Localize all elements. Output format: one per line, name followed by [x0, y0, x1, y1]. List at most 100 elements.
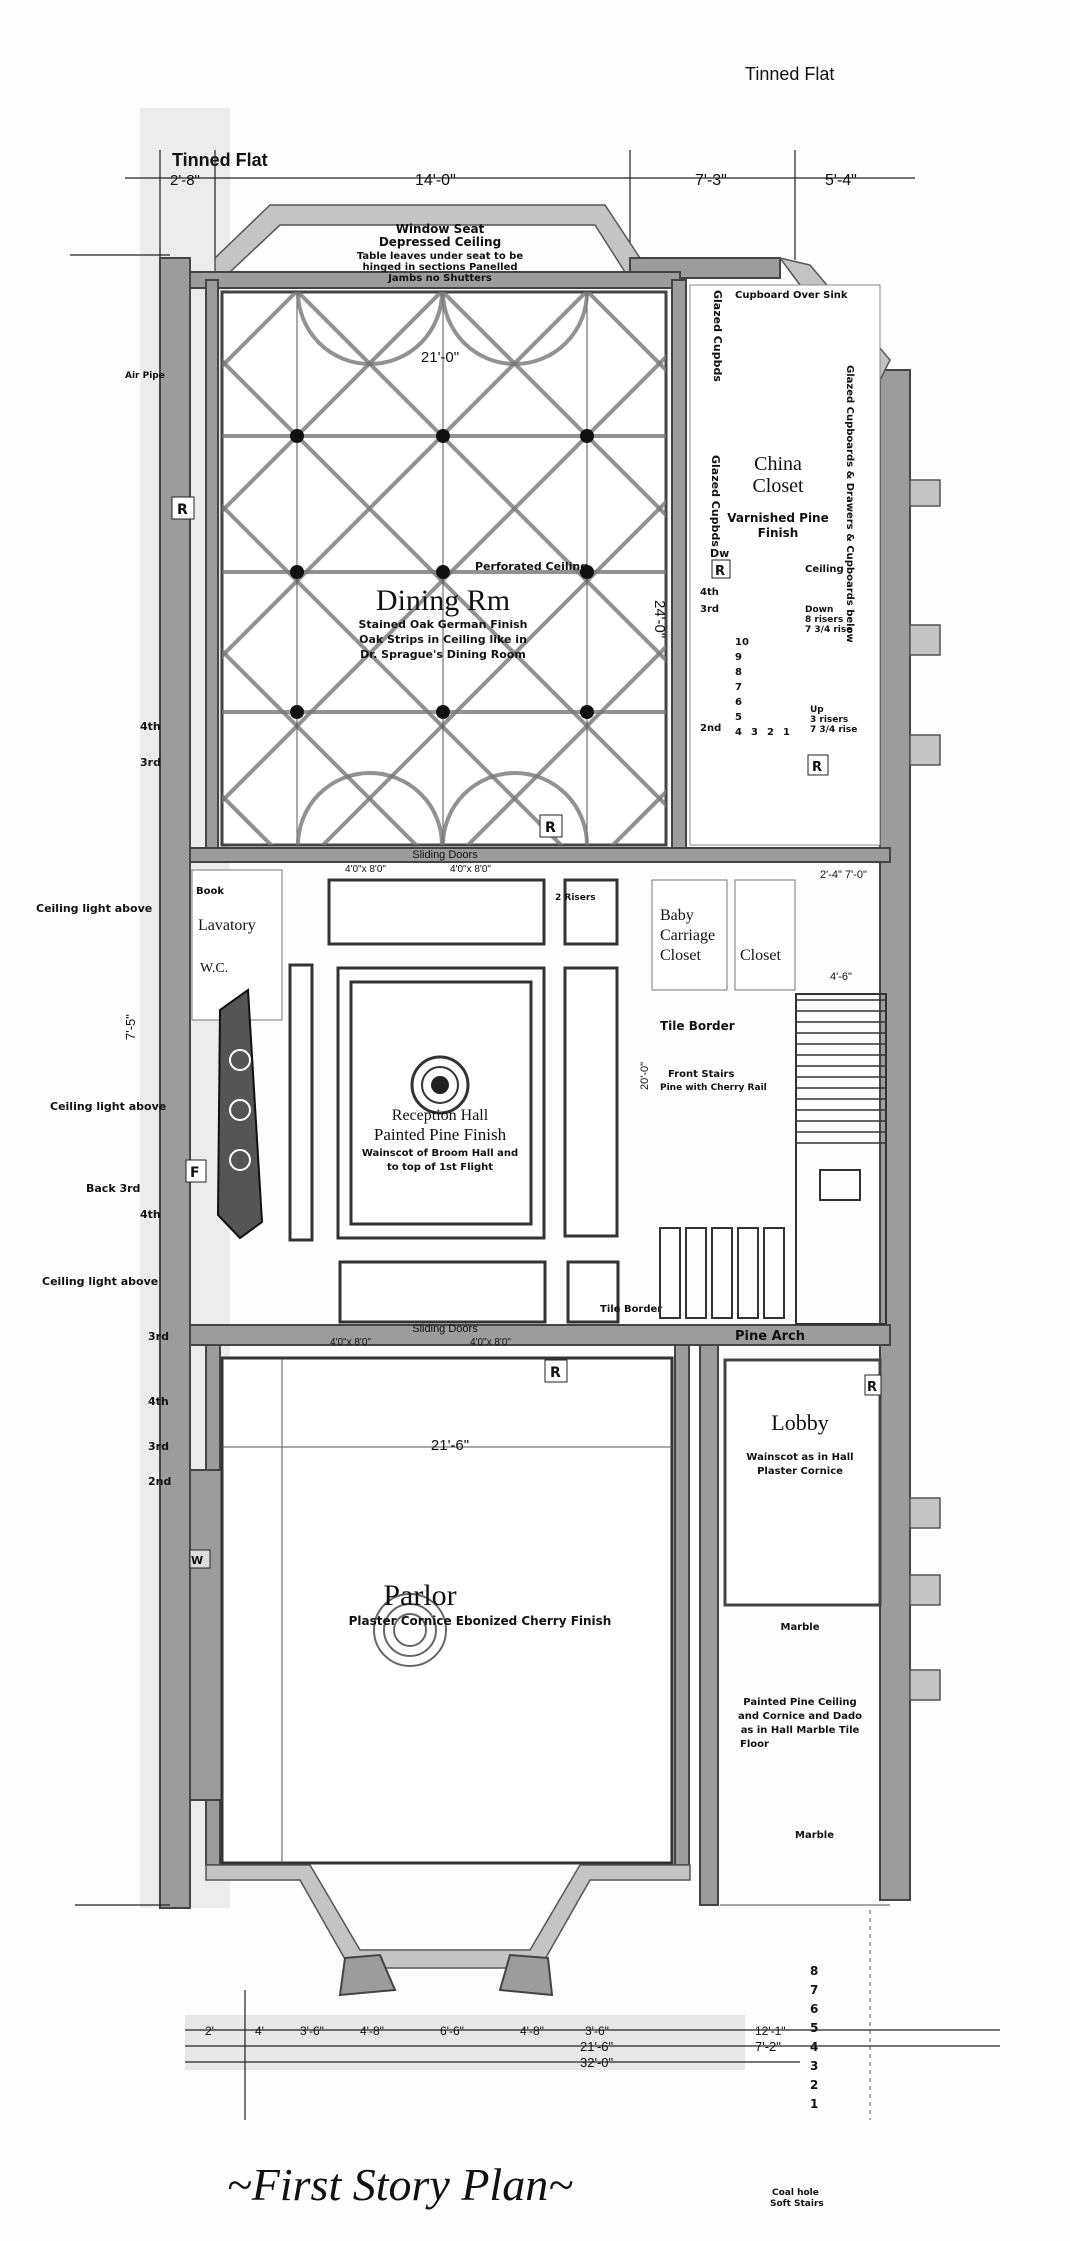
front-stairs [659, 993, 887, 1325]
stair-outline [795, 993, 887, 1325]
svg-text:4th: 4th [140, 1208, 161, 1221]
stair-panel [819, 1169, 861, 1201]
step-number: 5 [810, 2021, 818, 2035]
stair-panel [737, 1227, 759, 1319]
room-finish: Wainscot as in Hall [746, 1452, 853, 1463]
lobby: Lobby Wainscot as in Hall Plaster Cornic… [720, 1358, 890, 1906]
stair-panel [685, 1227, 707, 1319]
room-finish: Wainscot of Broom Hall and [362, 1148, 518, 1159]
corner-note: Coal hole [772, 2188, 819, 2198]
svg-text:Back 3rd: Back 3rd [86, 1182, 140, 1195]
top-dimension-line: 2'-8" 14'-0" 7'-3" 5'-4" [125, 150, 915, 260]
pine-arch-label: Pine Arch [735, 1329, 805, 1344]
step-number: 10 [735, 637, 749, 648]
ceiling-arc [296, 292, 444, 366]
dim-label: 4'0"x 8'0" [450, 864, 491, 875]
room-name-china-closet: China [754, 453, 802, 475]
room-name-lobby: Lobby [771, 1410, 828, 1435]
svg-text:R: R [715, 564, 725, 579]
dumbwaiter-label: Dw [710, 547, 729, 560]
step-number: 3 [751, 727, 758, 738]
ceiling-strip [440, 292, 666, 518]
corner-note: Soft Stairs [770, 2199, 824, 2209]
step-number: 4 [735, 727, 742, 738]
sliding-doors-label: Sliding Doors [412, 1323, 478, 1335]
plan-title: ~First Story Plan~ [227, 2159, 573, 2210]
svg-text:R: R [177, 502, 188, 518]
svg-text:3rd: 3rd [148, 1330, 169, 1343]
room-finish: Dr. Sprague's Dining Room [360, 648, 526, 661]
room-name-hall: Reception Hall [392, 1107, 489, 1124]
step-number: 4 [810, 2040, 818, 2054]
step-number: 1 [810, 2097, 818, 2111]
room-finish: Painted Pine Finish [374, 1125, 507, 1144]
book-label: Book [196, 886, 224, 897]
svg-text:Depressed Ceiling: Depressed Ceiling [379, 235, 501, 249]
sliding-doors-label: Sliding Doors [412, 849, 478, 861]
front-stairs-note: Front Stairs [668, 1069, 734, 1080]
baby-carriage-closet: Baby [660, 907, 694, 924]
svg-text:3rd: 3rd [148, 1440, 169, 1453]
dim-label: 21'-6" [580, 2039, 614, 2054]
ceiling-boss [580, 705, 594, 719]
room-name-china-closet: Closet [752, 475, 804, 497]
dim-label: 32'-0" [580, 2055, 614, 2070]
vestibule-note: Floor [740, 1739, 769, 1750]
step-number: 7 [735, 682, 742, 693]
baby-carriage-closet: Carriage [660, 927, 715, 944]
step-number: 2 [767, 727, 774, 738]
dim-label: 21'-0" [421, 349, 459, 366]
exterior-walls [159, 204, 941, 1997]
dim-label: 4'-6" [830, 971, 852, 983]
ceiling-grid [222, 292, 666, 845]
floor-label: 3rd [700, 604, 719, 615]
risers-note: 2 Risers [555, 893, 596, 903]
svg-text:W: W [191, 1554, 203, 1567]
room-name-wc: W.C. [200, 961, 228, 976]
step-number: 6 [735, 697, 742, 708]
ceiling-rosette [373, 1593, 447, 1667]
step-number: 6 [810, 2002, 818, 2016]
tile-border-label: Tile Border [660, 1019, 735, 1033]
room-finish: Finish [758, 526, 799, 540]
dim-label: 4'0"x 8'0" [470, 1337, 511, 1348]
dim-label: 7'-3" [695, 172, 727, 189]
glazed-cupboards-note: Glazed Cupbds [711, 290, 724, 382]
ceiling-strip [320, 499, 666, 845]
svg-text:3rd: 3rd [140, 756, 161, 769]
dim-label: 4'-8" [360, 2024, 384, 2038]
ceiling-strip [465, 644, 666, 845]
svg-text:R: R [550, 1365, 561, 1381]
ceiling-strip [222, 292, 589, 659]
front-stairs-note: Pine with Cherry Rail [660, 1083, 767, 1093]
ceiling-boss [580, 429, 594, 443]
dim-label: 2' [205, 2024, 214, 2038]
svg-text:hinged in sections Panelled: hinged in sections Panelled [362, 262, 517, 273]
svg-text:F: F [190, 1165, 200, 1181]
ceiling-arc [441, 771, 589, 845]
fretwork-screen [216, 988, 264, 1240]
step-number: 1 [783, 727, 790, 738]
svg-text:2nd: 2nd [148, 1475, 171, 1488]
room-name-lavatory: Lavatory [198, 917, 256, 934]
dim-label: 4'0"x 8'0" [345, 864, 386, 875]
dim-label: 24'-0" [651, 600, 668, 638]
room-finish: Oak Strips in Ceiling like in [359, 633, 527, 646]
dim-label: 7'-2" [755, 2039, 781, 2054]
stair-panel [659, 1227, 681, 1319]
svg-text:Ceiling light above: Ceiling light above [36, 902, 152, 915]
dim-label: 6'-6" [440, 2024, 464, 2038]
ceiling-strip [222, 354, 666, 804]
perforated-ceiling-note: Perforated Ceiling [475, 560, 588, 573]
ceiling-strip [295, 292, 666, 663]
ceiling-strip [222, 503, 564, 845]
ceiling-boss [436, 705, 450, 719]
svg-text:Table leaves under seat to be: Table leaves under seat to be [357, 251, 523, 262]
dim-label: 4' [255, 2024, 264, 2038]
ceiling-boss [580, 565, 594, 579]
ceiling-boss [290, 565, 304, 579]
room-finish: Plaster Cornice [757, 1466, 843, 1477]
svg-text:4th: 4th [148, 1395, 169, 1408]
